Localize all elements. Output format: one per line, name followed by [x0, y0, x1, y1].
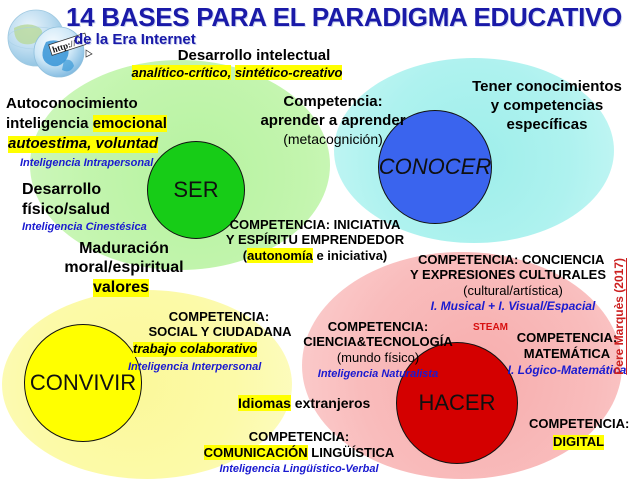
ser-kw-analitico: analítico-crítico, — [131, 65, 232, 80]
core-label-convivir: CONVIVIR — [29, 370, 137, 395]
ser-fisico-line1: Desarrollo — [22, 181, 102, 198]
core-label-hacer: HACER — [418, 390, 496, 415]
convivir-social-intelligence: Inteligencia Interpersonal — [128, 361, 262, 373]
ser-autoconocimiento-word1: inteligencia — [6, 115, 89, 132]
ser-autoconocimiento-keywords: autoestima, voluntad — [8, 135, 159, 153]
globe-internet-icon: http://w — [2, 8, 94, 80]
ser-iniciativa-line1: COMPETENCIA: INICIATIVA — [229, 217, 401, 232]
ser-maduracion-line1: Maduración — [79, 240, 169, 257]
ser-autoconocimiento-intelligence: Inteligencia Intrapersonal — [20, 157, 154, 169]
ser-kw-sintetico: sintético-creativo — [234, 65, 343, 80]
ser-iniciativa-paren-open: ( — [242, 248, 248, 263]
ser-iniciativa-keyword: autonomía — [247, 248, 313, 263]
conocer-conocimientos-line1: Tener conocimientos — [472, 78, 622, 95]
conocer-aprender-line1: Competencia: — [283, 93, 383, 110]
page-title: 14 BASES PARA EL PARADIGMA EDUCATIVO — [66, 2, 622, 32]
hacer-steam-label: STEAM — [473, 322, 508, 333]
core-circle-hacer: HACER — [396, 342, 518, 464]
hacer-idiomas-rest: extranjeros — [290, 395, 371, 411]
ser-iniciativa-line3: (autonomía e iniciativa) — [206, 248, 424, 264]
conocer-conocimientos-line3: específicas — [506, 116, 588, 133]
hacer-matematica-line2: MATEMÁTICA — [523, 346, 611, 361]
ser-intelectual-keywords: analítico-crítico, sintético-creativo — [112, 65, 362, 81]
conocer-aprender-line3: (metacognición) — [283, 131, 383, 147]
ser-fisico-intelligence: Inteligencia Cinestésica — [22, 221, 147, 233]
hacer-cultural-line2: Y EXPRESIONES CULTURALES — [410, 267, 606, 282]
ser-autoconocimiento-line2: inteligencia emocional — [6, 115, 167, 133]
hacer-cultural-line1: COMPETENCIA: CONCIENCIA — [418, 252, 605, 267]
core-circle-conocer: CONOCER — [378, 110, 492, 224]
hacer-ciencia-line1: COMPETENCIA: — [327, 319, 429, 334]
convivir-social-line2: SOCIAL Y CIUDADANA — [148, 324, 292, 339]
hacer-idiomas: Idiomas extranjeros — [238, 395, 371, 412]
convivir-social-line1: COMPETENCIA: — [168, 309, 270, 324]
hacer-linguistica-intelligence: Inteligencia Lingüístico-Verbal — [219, 463, 379, 475]
conocer-aprender-line2: aprender a aprender — [260, 112, 406, 129]
hacer-linguistica-rest: LINGÜÍSTICA — [307, 445, 395, 460]
hacer-linguistica-line1: COMPETENCIA: — [248, 429, 350, 444]
hacer-matematica-line1: COMPETENCIA: — [516, 330, 618, 345]
hacer-linguistica-keyword: COMUNICACIÓN — [203, 445, 308, 460]
ser-iniciativa-rest: e iniciativa) — [312, 248, 388, 263]
conocer-conocimientos-line2: y competencias — [490, 97, 604, 114]
hacer-linguistica-line2: COMUNICACIÓN LINGÜÍSTICA — [186, 445, 412, 461]
ser-fisico-line2: físico/salud — [22, 201, 111, 218]
ser-intelectual-title: Desarrollo intelectual — [177, 47, 331, 64]
core-circle-convivir: CONVIVIR — [24, 324, 142, 442]
hacer-ciencia-line3: (mundo físico) — [336, 350, 420, 365]
core-label-ser: SER — [173, 177, 219, 202]
ser-maduracion-keyword: valores — [93, 279, 150, 297]
hacer-idiomas-keyword: Idiomas — [238, 395, 291, 411]
hacer-cultural-intelligence: I. Musical + I. Visual/Espacial — [430, 299, 596, 313]
hacer-ciencia-intelligence: Inteligencia Naturalista — [317, 368, 439, 380]
ser-maduracion-line2: moral/espiritual — [64, 259, 184, 276]
ser-iniciativa-line2: Y ESPÍRITU EMPRENDEDOR — [225, 232, 405, 247]
convivir-social-keyword: trabajo colaborativo — [133, 341, 258, 357]
hacer-digital-line1: COMPETENCIA: — [529, 416, 630, 431]
author-credit: Pere Marquès (2017) — [612, 258, 626, 375]
core-circle-ser: SER — [147, 141, 245, 239]
hacer-digital-keyword: DIGITAL — [553, 434, 605, 450]
hacer-cultural-line3: (cultural/artística) — [463, 283, 563, 298]
hacer-matematica-intelligence: I. Lógico-Matemática — [507, 363, 627, 377]
ser-autoconocimiento-line1: Autoconocimiento — [6, 95, 138, 112]
hacer-ciencia-line2: CIENCIA&TECNOLOGÍA — [303, 334, 453, 349]
ser-autoconocimiento-word2: emocional — [92, 115, 167, 132]
core-label-conocer: CONOCER — [378, 154, 492, 179]
page-subtitle: de la Era Internet — [74, 31, 196, 48]
